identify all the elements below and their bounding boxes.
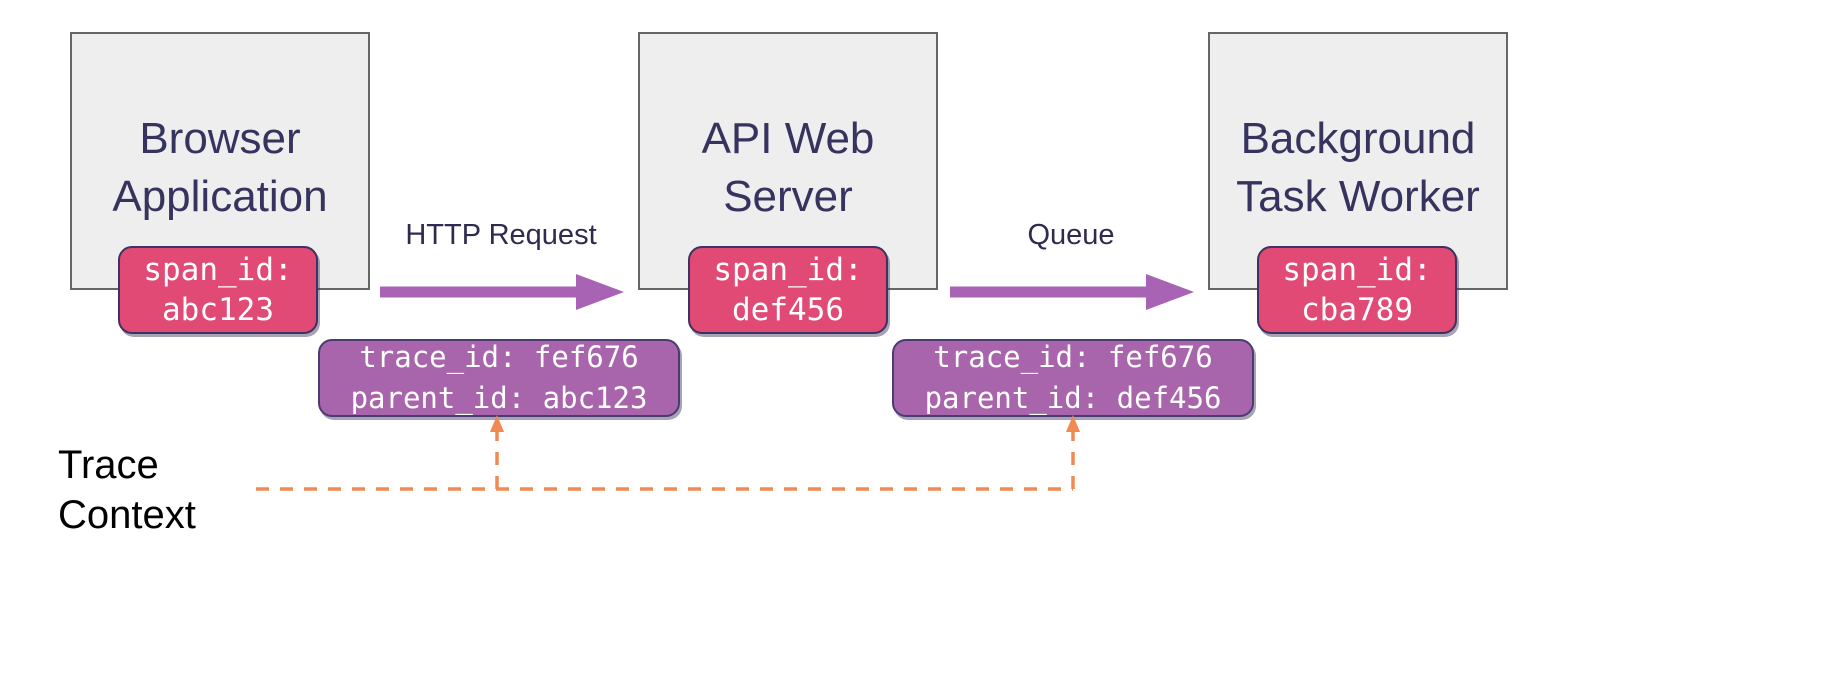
span-badge-background-task-worker: span_id: cba789 bbox=[1257, 246, 1457, 334]
flow-label-queue: Queue bbox=[1027, 219, 1115, 251]
trace-context-parent-id-2: parent_id: def456 bbox=[924, 381, 1222, 415]
span-badge-api-web-server: span_id: def456 bbox=[688, 246, 888, 334]
trace-context-box-1: trace_id: fef676 parent_id: abc123 bbox=[318, 339, 680, 417]
span-badge-value-browser: abc123 bbox=[162, 292, 274, 328]
span-badge-browser: span_id: abc123 bbox=[118, 246, 318, 334]
service-title-background-task-worker: Background Task Worker bbox=[1236, 114, 1480, 221]
span-badge-value-api-web-server: def456 bbox=[732, 292, 844, 328]
service-title-api-web-server: API Web Server bbox=[701, 114, 875, 221]
flow-label-http-request: HTTP Request bbox=[405, 219, 597, 251]
span-badge-label-api-web-server: span_id: bbox=[713, 252, 863, 288]
span-badge-label-background-task-worker: span_id: bbox=[1282, 252, 1432, 288]
span-badge-value-background-task-worker: cba789 bbox=[1301, 292, 1413, 328]
span-badge-label-browser: span_id: bbox=[143, 252, 293, 288]
trace-context-parent-id-1: parent_id: abc123 bbox=[350, 381, 648, 415]
service-title-browser: Browser Application bbox=[112, 114, 328, 221]
trace-context-box-2: trace_id: fef676 parent_id: def456 bbox=[892, 339, 1254, 417]
flow-arrow-queue bbox=[950, 274, 1194, 310]
flow-arrow-http-request bbox=[380, 274, 624, 310]
trace-context-trace-id-2: trace_id: fef676 bbox=[933, 340, 1213, 374]
trace-context-annotation-label: Trace Context bbox=[58, 443, 196, 537]
trace-context-trace-id-1: trace_id: fef676 bbox=[359, 340, 639, 374]
